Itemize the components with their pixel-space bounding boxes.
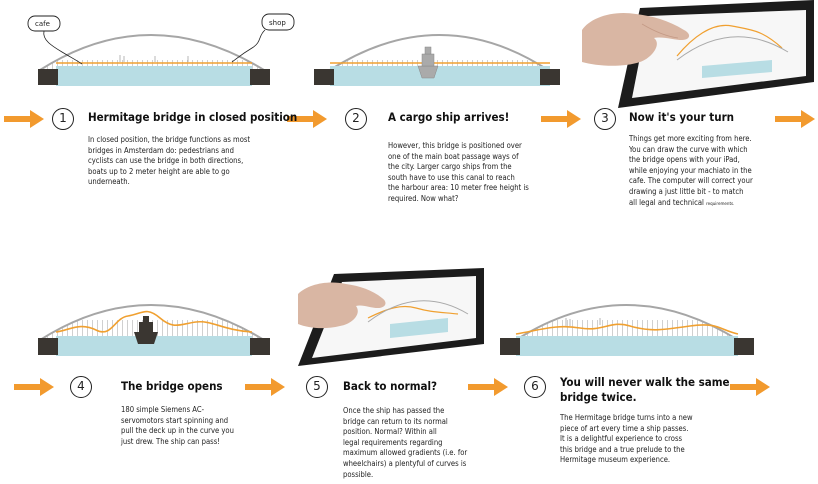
step-title-3: Now it's your turn <box>629 110 735 124</box>
step-number-5: 5 <box>306 376 328 398</box>
step-number-4: 4 <box>70 376 92 398</box>
arrow-icon <box>730 378 770 396</box>
step-text-1: In closed position, the bridge functions… <box>88 135 251 187</box>
step-title-2: A cargo ship arrives! <box>388 110 510 124</box>
arrow-icon <box>4 110 44 128</box>
step-title-5: Back to normal? <box>343 379 438 393</box>
step-number-2: 2 <box>345 108 367 130</box>
water <box>56 66 252 86</box>
step-text-3-body: Things get more exciting from here. You … <box>629 134 753 207</box>
people-figures <box>119 55 189 62</box>
arrow-icon <box>468 378 508 396</box>
bridge-opens-illustration <box>38 304 270 356</box>
cafe-speech-bubble: cafe <box>27 15 83 65</box>
step-title-4: The bridge opens <box>121 379 223 393</box>
step-text-3: Things get more exciting from here. You … <box>629 134 779 210</box>
water <box>516 336 738 356</box>
cargo-ship <box>134 316 158 344</box>
arrow-icon <box>14 378 54 396</box>
cargo-ship-illustration <box>314 34 560 86</box>
bridge-arch <box>39 304 265 341</box>
arrow-icon <box>245 378 285 396</box>
arrow-icon <box>775 110 815 128</box>
hand <box>298 282 386 329</box>
step-title-6: You will never walk the same bridge twic… <box>560 375 730 404</box>
left-abutment <box>38 69 58 85</box>
curved-bridge-deck <box>515 323 739 335</box>
curved-bridge-illustration <box>500 304 754 356</box>
bridge-arch <box>329 34 549 71</box>
water <box>330 66 550 86</box>
step-text-2: However, this bridge is positioned over … <box>388 141 529 203</box>
step-text-6: The Hermitage bridge turns into a new pi… <box>560 413 693 465</box>
right-abutment <box>250 338 270 355</box>
step-text-3-small: requirements. <box>706 201 735 207</box>
people-figures <box>565 318 601 326</box>
hand <box>582 12 690 66</box>
step-number-1: 1 <box>52 108 74 130</box>
shop-speech-bubble: shop <box>231 13 295 63</box>
right-abutment <box>540 69 560 85</box>
cargo-ship <box>417 46 439 79</box>
step-text-4: 180 simple Siemens AC- servomotors start… <box>121 405 234 446</box>
left-abutment <box>38 338 58 355</box>
cafe-label: cafe <box>35 20 50 28</box>
left-abutment <box>500 338 520 355</box>
step-text-5: Once the ship has passed the bridge can … <box>343 406 468 479</box>
right-abutment <box>734 338 754 355</box>
water <box>56 336 252 356</box>
bridge-arch <box>39 34 265 71</box>
right-abutment <box>250 69 270 85</box>
shop-label: shop <box>269 19 286 27</box>
left-abutment <box>314 69 334 85</box>
step-number-3: 3 <box>594 108 616 130</box>
step-number-6: 6 <box>524 376 546 398</box>
bridge-closed-illustration: cafe shop <box>27 13 295 86</box>
step-title-1: Hermitage bridge in closed position <box>88 110 298 124</box>
arrow-icon <box>541 110 581 128</box>
arrow-icon <box>287 110 327 128</box>
tablet-return-illustration <box>298 268 484 366</box>
tablet-drawing-illustration <box>582 0 814 108</box>
lifted-bridge-deck <box>55 310 253 333</box>
